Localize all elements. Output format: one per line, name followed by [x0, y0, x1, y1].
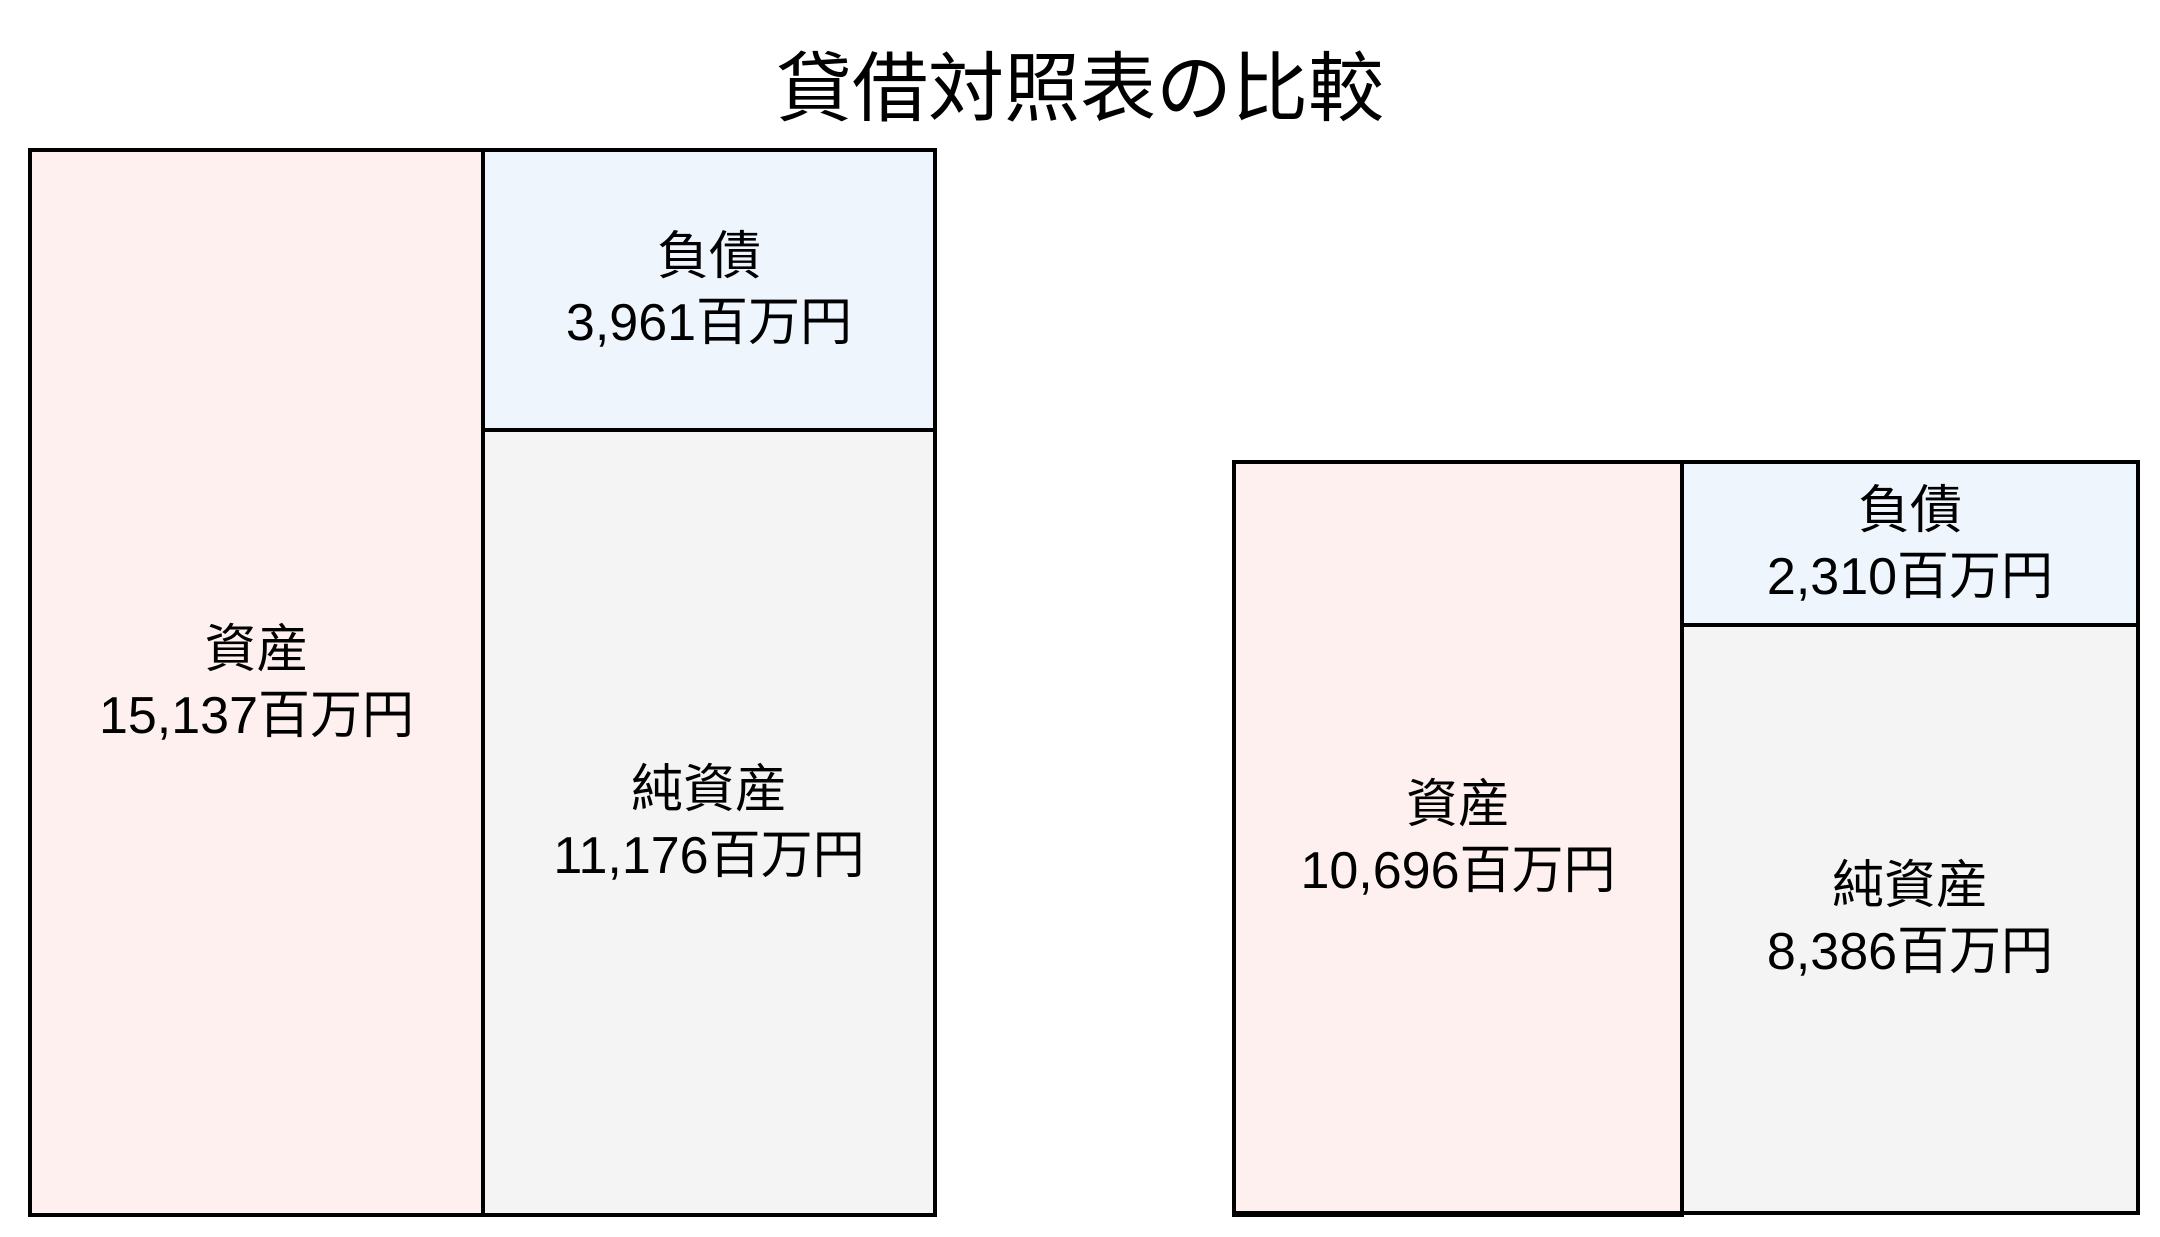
assets-value: 15,137百万円 — [98, 686, 415, 745]
liabilities-box: 負債 3,961百万円 — [481, 148, 937, 432]
net-assets-box: 純資産 8,386百万円 — [1680, 623, 2140, 1215]
net-assets-box: 純資産 11,176百万円 — [481, 428, 937, 1217]
page-title: 貸借対照表の比較 — [776, 47, 1384, 132]
liabilities-label: 負債 — [1857, 481, 1962, 540]
net-assets-label: 純資産 — [1831, 857, 1988, 915]
liabilities-value: 3,961百万円 — [565, 294, 853, 352]
net-assets-value: 8,386百万円 — [1766, 923, 2054, 981]
liabilities-box: 負債 2,310百万円 — [1680, 460, 2140, 627]
assets-label: 資産 — [204, 620, 309, 679]
assets-label: 資産 — [1405, 775, 1510, 834]
assets-box: 資産 15,137百万円 — [28, 148, 485, 1217]
liabilities-value: 2,310百万円 — [1766, 547, 2054, 606]
liabilities-label: 負債 — [656, 228, 761, 286]
net-assets-value: 11,176百万円 — [553, 826, 865, 885]
assets-value: 10,696百万円 — [1300, 841, 1616, 900]
assets-box: 資産 10,696百万円 — [1232, 460, 1684, 1217]
net-assets-label: 純資産 — [630, 760, 787, 819]
